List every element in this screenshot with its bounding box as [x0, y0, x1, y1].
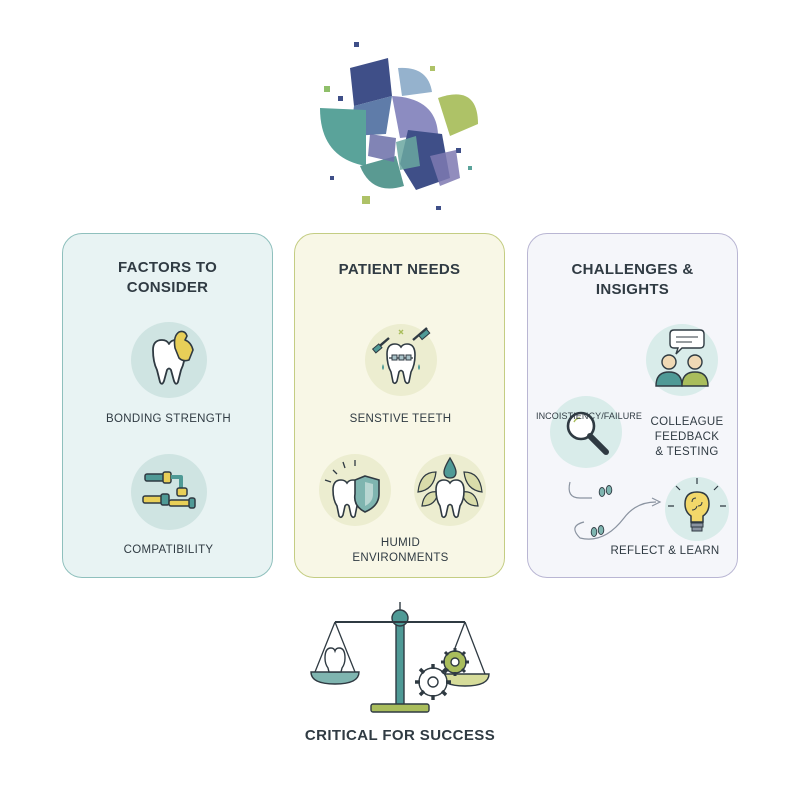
challenges-title: CHALLENGES & INSIGHTS — [528, 260, 737, 300]
challenges-panel: CHALLENGES & INSIGHTS INCOISTIENCY/FAILU… — [527, 233, 738, 578]
pipe-connection-icon — [131, 454, 207, 530]
tooth-leaf-drop-icon — [414, 454, 486, 526]
insight-colleague-line1: COLLEAGUE — [650, 416, 724, 428]
factors-panel: FACTORS TO CONSIDER BONDING STRENGTH COM… — [62, 233, 273, 578]
insight-colleague-line3: & TESTING — [655, 446, 719, 458]
need-humid-line2: ENVIRONMENTS — [352, 552, 449, 564]
challenges-title-line2: INSIGHTS — [595, 281, 670, 298]
footsteps-path-icon — [568, 481, 662, 540]
patient-needs-panel: PATIENT NEEDS SENSTIVE TEETH HUMI — [294, 233, 505, 578]
lightbulb-brain-icon — [665, 477, 729, 541]
tooth-braces-tools-icon — [365, 324, 437, 396]
critical-for-success-label: CRITICAL FOR SUCCESS — [304, 727, 496, 744]
tooth-muscle-icon — [131, 322, 207, 398]
colleagues-speech-icon — [646, 324, 718, 396]
abstract-logo-graphic — [320, 42, 478, 210]
factor-compatibility: COMPATIBILITY — [123, 544, 214, 556]
factors-title-line1: FACTORS TO — [117, 259, 218, 276]
factors-title: FACTORS TO CONSIDER — [63, 258, 272, 298]
need-humid-environments: HUMID ENVIRONMENTS — [295, 536, 506, 566]
need-sensitive-teeth: SENSTIVE TEETH — [349, 413, 452, 425]
insight-colleague-feedback-testing: COLLEAGUE FEEDBACK & TESTING — [632, 415, 742, 460]
magnifying-glass-icon — [550, 396, 622, 468]
factors-title-line2: CONSIDER — [126, 279, 209, 296]
challenges-title-line1: CHALLENGES & — [571, 261, 694, 278]
insight-colleague-line2: FEEDBACK — [654, 431, 720, 443]
insight-reflect-learn: REFLECT & LEARN — [610, 545, 720, 557]
factor-bonding-strength: BONDING STRENGTH — [106, 413, 231, 425]
patient-needs-title: PATIENT NEEDS — [338, 261, 461, 278]
insight-inconsistency-failure: INCOISTIENCY/FAILURE — [535, 411, 643, 421]
need-humid-line1: HUMID — [380, 537, 421, 549]
balance-scale-icon — [310, 602, 490, 713]
tooth-shield-icon — [319, 454, 391, 526]
